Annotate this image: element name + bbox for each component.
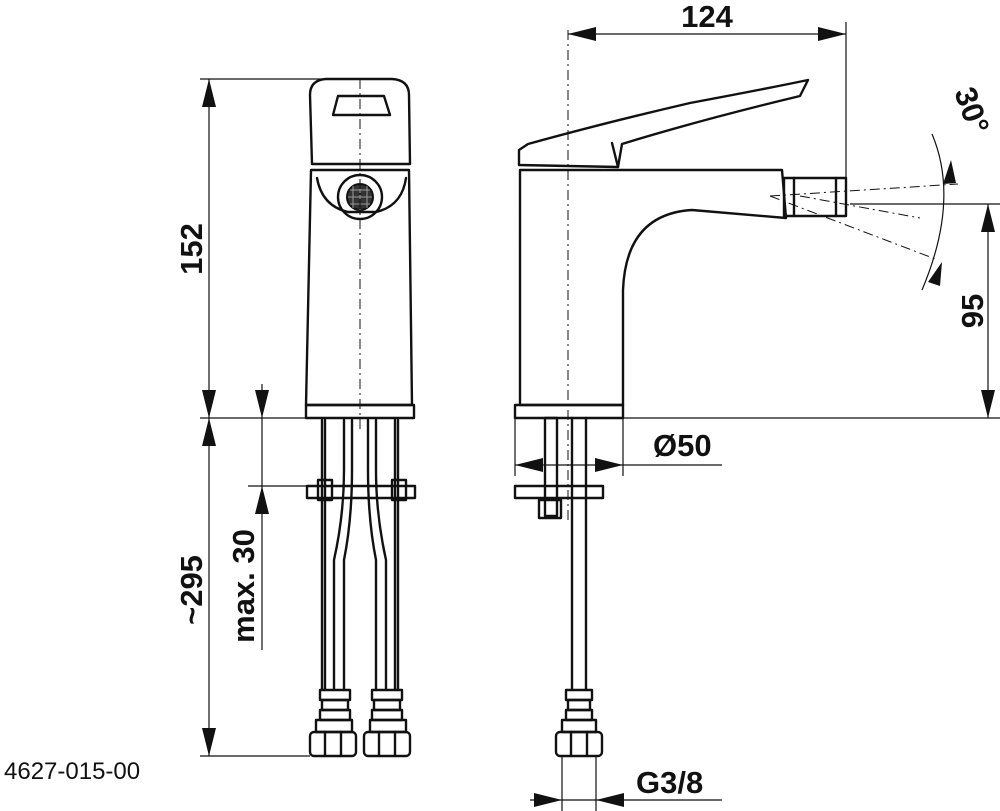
dim-spray-angle: 30° <box>947 82 996 138</box>
side-spray-lines <box>769 183 959 261</box>
front-dimensions <box>200 78 330 757</box>
front-view <box>304 77 417 758</box>
side-hose-fitting <box>554 688 604 758</box>
front-fixing-plate <box>305 484 417 500</box>
part-number: 4627-015-00 <box>4 758 140 785</box>
side-hose <box>570 416 588 692</box>
side-fixing-plate <box>513 484 605 500</box>
front-fixing-nut-right <box>390 478 408 502</box>
side-dimensions <box>514 22 1000 811</box>
front-handle <box>308 77 412 166</box>
dim-base-diameter: Ø50 <box>653 428 712 463</box>
side-lever-seam <box>610 141 620 169</box>
dim-hose-length: ~295 <box>174 555 209 625</box>
dim-connection-thread: G3/8 <box>636 765 703 800</box>
front-hoses <box>320 418 400 692</box>
front-handle-recess <box>331 94 392 117</box>
side-view <box>513 30 959 758</box>
front-aerator-housing <box>315 176 408 214</box>
side-lever <box>517 78 810 169</box>
dim-spout-height: 95 <box>955 294 990 328</box>
front-fixing-nut-left <box>316 478 334 502</box>
side-spray-nozzle <box>782 176 848 218</box>
dim-max-deck-thickness: max. 30 <box>226 529 261 643</box>
side-body-spout <box>518 168 788 407</box>
front-hose-fittings <box>308 688 412 758</box>
dim-reach: 124 <box>681 0 733 34</box>
side-base <box>513 403 625 420</box>
dim-body-height: 152 <box>174 223 209 275</box>
